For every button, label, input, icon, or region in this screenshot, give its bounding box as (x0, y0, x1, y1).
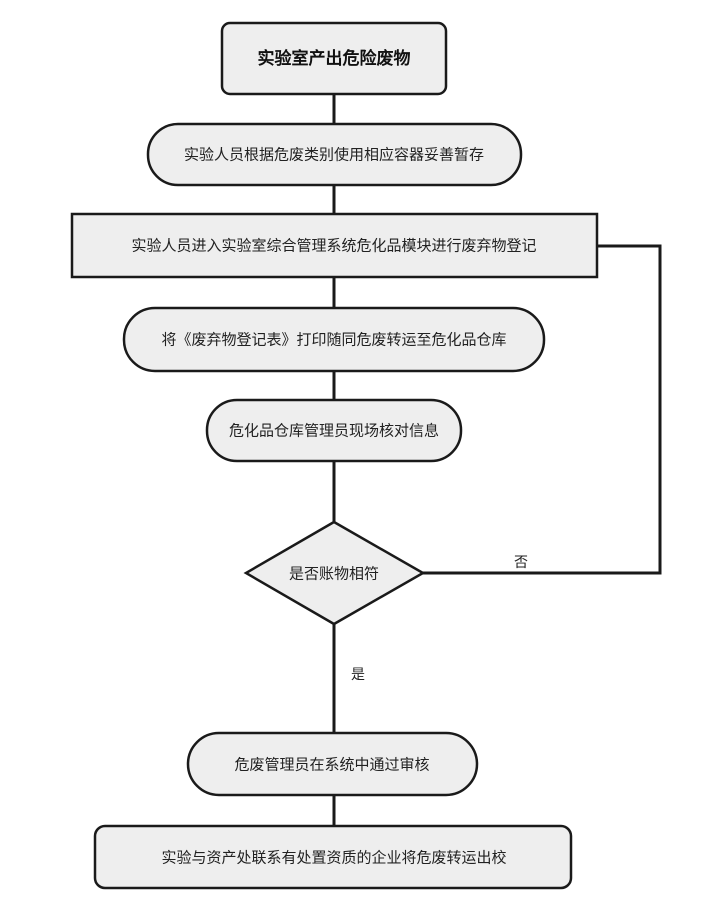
node-decision: 是否账物相符 (243, 520, 426, 626)
node-print-label: 将《废弃物登记表》打印随同危废转运至危化品仓库 (161, 331, 506, 349)
node-store: 实验人员根据危废类别使用相应容器妥善暂存 (146, 122, 523, 187)
edge-label-no: 否 (514, 555, 528, 571)
node-store-label: 实验人员根据危废类别使用相应容器妥善暂存 (184, 146, 484, 164)
node-dispose-label: 实验与资产处联系有处置资质的企业将危废转运出校 (161, 849, 506, 867)
node-register-label: 实验人员进入实验室综合管理系统危化品模块进行废弃物登记 (131, 237, 536, 255)
edge-label-yes: 是 (351, 667, 365, 683)
node-print: 将《废弃物登记表》打印随同危废转运至危化品仓库 (122, 306, 546, 373)
connector-decision-no-loop (423, 244, 662, 575)
node-verify-label: 危化品仓库管理员现场核对信息 (229, 422, 439, 440)
node-verify: 危化品仓库管理员现场核对信息 (205, 398, 463, 463)
connectors (332, 94, 662, 826)
node-start: 实验室产出危险废物 (220, 21, 448, 96)
node-dispose: 实验与资产处联系有处置资质的企业将危废转运出校 (93, 824, 573, 890)
node-decision-label: 是否账物相符 (289, 565, 379, 583)
node-approve-label: 危废管理员在系统中通过审核 (234, 756, 429, 774)
node-approve: 危废管理员在系统中通过审核 (186, 731, 479, 797)
node-register: 实验人员进入实验室综合管理系统危化品模块进行废弃物登记 (70, 212, 599, 279)
node-start-label: 实验室产出危险废物 (258, 48, 411, 69)
